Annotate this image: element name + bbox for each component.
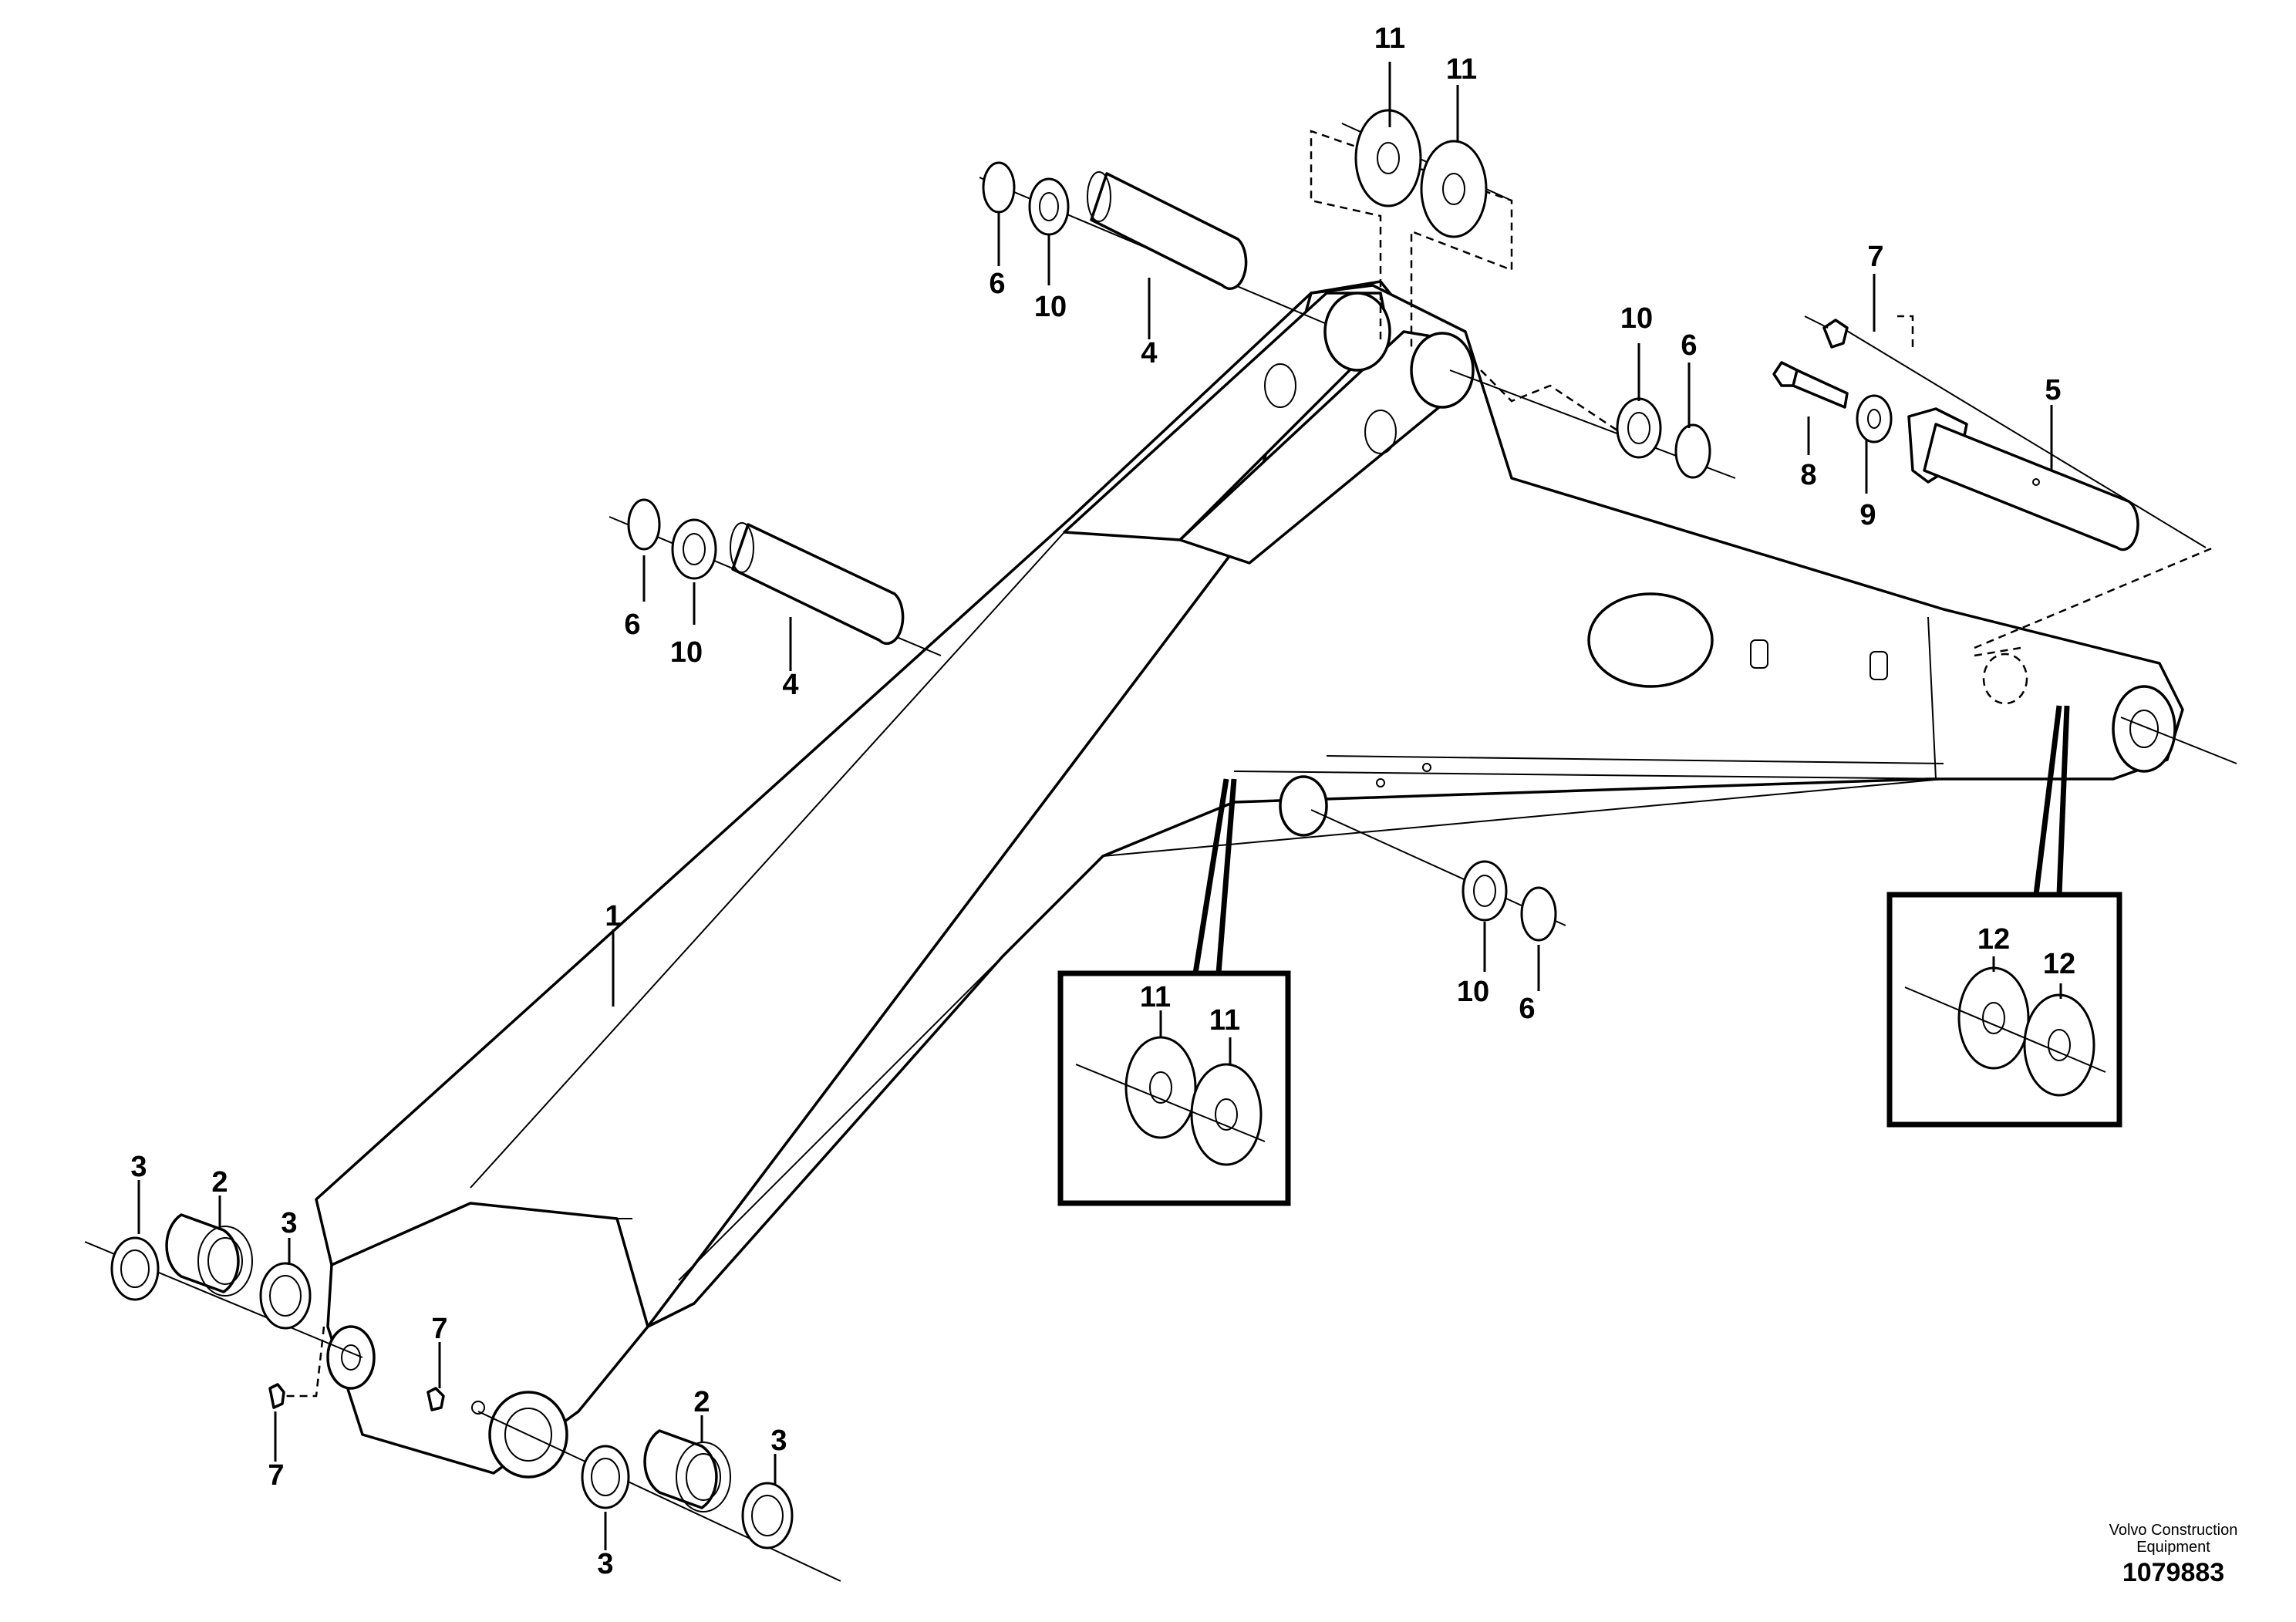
upper-pin-assembly (982, 161, 1248, 291)
left-foot-assembly (110, 1213, 445, 1411)
shims-top (1354, 109, 1488, 238)
label-bushing-left: 2 (211, 1166, 228, 1199)
label-bushing-right: 2 (693, 1386, 710, 1418)
label-shim12-a: 12 (1977, 923, 2010, 956)
label-washer-bolt: 9 (1859, 499, 1876, 531)
boom-body (315, 280, 2184, 1479)
label-shim-top-a: 11 (1374, 22, 1405, 55)
leader-lines (137, 62, 2062, 1550)
inset-shims-12 (1886, 705, 2122, 1128)
inset-shims-11 (1057, 778, 1291, 1206)
label-pin-cylinder: 5 (2045, 374, 2061, 406)
label-pin-middle: 4 (782, 669, 798, 701)
label-washer-upper-left: 10 (1034, 291, 1067, 323)
label-seal-left-outer: 3 (130, 1151, 147, 1183)
middle-pin-assembly (627, 498, 905, 646)
label-seal-right-outer: 3 (770, 1425, 787, 1457)
document-number: 1079883 (2122, 1558, 2224, 1587)
label-boom: 1 (605, 900, 621, 932)
upper-right-pin-parts (1616, 397, 1711, 479)
label-grease-nipple-left: 7 (268, 1459, 284, 1492)
label-washer-upper-right: 10 (1620, 302, 1653, 335)
label-shim12-b: 12 (2043, 948, 2075, 980)
label-shim-inset-a: 11 (1140, 981, 1171, 1013)
label-grease-nipple-right: 7 (1867, 241, 1883, 273)
cylinder-pin-assembly (1772, 315, 2139, 551)
label-seal-left-inner: 3 (281, 1207, 297, 1239)
label-seal-right-inner: 3 (597, 1548, 613, 1580)
label-shim-top-b: 11 (1446, 53, 1477, 86)
label-shim-inset-b: 11 (1209, 1004, 1240, 1037)
label-bolt: 8 (1800, 459, 1816, 491)
label-snapring-upper-left: 6 (989, 268, 1005, 300)
label-pin-upper: 4 (1141, 337, 1157, 369)
label-washer-middle-left: 10 (670, 636, 703, 669)
footer-branding: Volvo Construction Equipment 1079883 (2109, 1522, 2238, 1587)
label-snapring-lower-right: 6 (1519, 993, 1535, 1025)
label-snapring-upper-right: 6 (1681, 329, 1697, 362)
brand-line-2: Equipment (2136, 1539, 2210, 1556)
part-labels: 1 2 2 3 3 3 3 4 4 5 6 6 6 6 7 7 7 8 9 10… (130, 22, 2075, 1580)
right-foot-assembly (581, 1429, 794, 1549)
lower-right-pin-parts (1462, 860, 1557, 942)
label-washer-lower-right: 10 (1457, 976, 1489, 1008)
brand-line-1: Volvo Construction (2109, 1522, 2238, 1539)
label-snapring-middle-left: 6 (624, 609, 640, 641)
label-grease-nipple-center: 7 (431, 1313, 447, 1345)
